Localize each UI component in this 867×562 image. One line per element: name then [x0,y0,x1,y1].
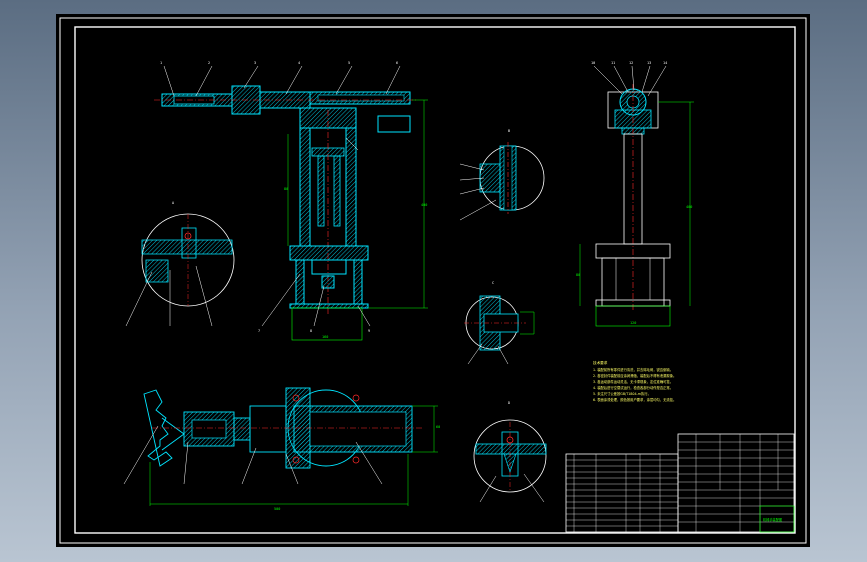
svg-text:60: 60 [436,425,440,429]
detail-view-d: D [473,401,547,503]
svg-text:1: 1 [160,61,162,65]
svg-text:5: 5 [348,61,350,65]
side-view: 400 80 120 10 11 12 13 14 [576,61,694,327]
note-line-5: 5. 未注尺寸公差按GB/T1804-m执行。 [593,391,651,396]
drawing-title: 机械手装配图 [763,517,782,522]
svg-text:120: 120 [630,321,636,325]
svg-text:80: 80 [284,187,288,191]
svg-text:11: 11 [611,61,615,65]
note-line-3: 3. 各运动部件运动灵活，无卡滞现象，定位准确可靠。 [593,379,673,384]
note-line-6: 6. 表面涂漆处理，颜色按用户要求，涂层均匀，无流挂。 [593,397,676,402]
outer-frame [59,17,807,544]
detail-view-c: C [464,281,535,365]
detail-view-b: B [459,129,545,221]
parts-list [565,453,679,533]
svg-text:10: 10 [591,61,595,65]
technical-notes: 技术要求 1. 装配前所有零件进行清洗，并去除毛刺，锐边倒钝。 2. 各密封件装… [593,360,676,402]
note-line-4: 4. 装配后进行空载试运行，检查各部分动作是否正常。 [593,385,673,390]
detail-view-a: A [125,201,235,327]
svg-text:4: 4 [298,61,300,65]
svg-text:6: 6 [396,61,398,65]
svg-text:400: 400 [421,203,427,207]
svg-text:8: 8 [310,329,312,333]
note-line-2: 2. 各密封件装配前应涂润滑脂，装配后不得有泄漏现象。 [593,373,676,378]
svg-text:80: 80 [576,273,580,277]
svg-text:2: 2 [208,61,210,65]
svg-text:12: 12 [629,61,633,65]
svg-text:14: 14 [663,61,667,65]
svg-text:500: 500 [274,507,280,511]
inner-frame [74,26,796,534]
section-label-a: A [172,201,175,205]
svg-text:3: 3 [254,61,256,65]
front-view: 400 80 160 1 2 3 4 5 6 7 8 9 [154,61,428,341]
section-label-b: B [508,129,510,133]
svg-text:9: 9 [368,329,370,333]
top-view: 500 60 [123,387,440,511]
notes-title: 技术要求 [593,360,608,365]
svg-text:7: 7 [258,329,260,333]
svg-text:160: 160 [322,335,328,339]
title-block: 机械手装配图 [677,433,795,533]
svg-text:400: 400 [686,205,692,209]
section-label-c: C [492,281,494,285]
svg-text:13: 13 [647,61,651,65]
note-line-1: 1. 装配前所有零件进行清洗，并去除毛刺，锐边倒钝。 [593,367,673,372]
section-label-d: D [508,401,510,405]
